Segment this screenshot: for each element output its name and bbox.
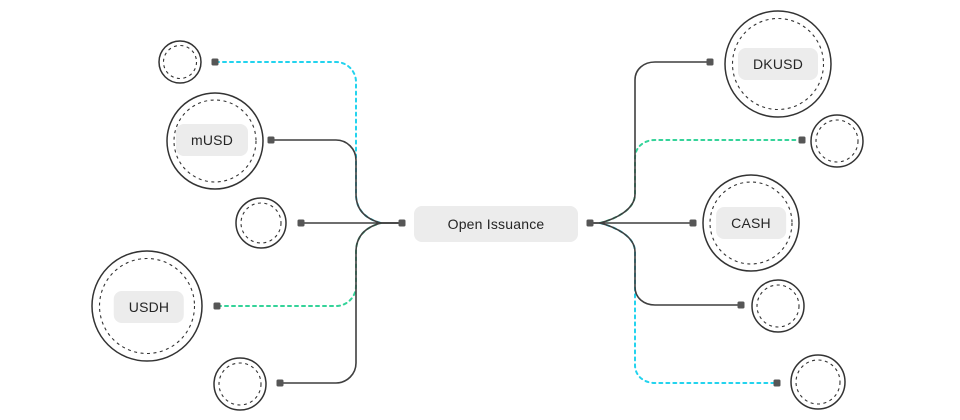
center-node-open-issuance[interactable]: Open Issuance xyxy=(414,206,578,242)
connector-dot xyxy=(689,219,697,227)
node-label-dkusd[interactable]: DKUSD xyxy=(737,48,819,80)
connector-dot xyxy=(706,58,714,66)
node-left-middle-small[interactable] xyxy=(235,197,287,249)
edge-musd xyxy=(271,139,401,224)
node-label-usdh[interactable]: USDH xyxy=(113,291,185,323)
node-right-middle-small[interactable] xyxy=(751,279,805,333)
connector-dot xyxy=(773,379,781,387)
edge-right-middle xyxy=(599,222,739,306)
node-right-bottom-small[interactable] xyxy=(790,354,846,410)
edge-dkusd xyxy=(589,61,708,224)
node-left-bottom-small[interactable] xyxy=(213,357,267,411)
connector-dot xyxy=(211,58,219,66)
node-label-musd[interactable]: mUSD xyxy=(175,124,249,156)
connector-dot xyxy=(398,219,406,227)
connector-dot xyxy=(297,219,305,227)
connector-dot xyxy=(267,136,275,144)
edge-left-bottom xyxy=(280,222,401,384)
node-label-cash[interactable]: CASH xyxy=(716,207,786,239)
node-right-top-small[interactable] xyxy=(810,114,864,168)
connector-dot xyxy=(276,379,284,387)
connector-dot xyxy=(213,302,221,310)
connector-dot xyxy=(798,136,806,144)
connector-dot xyxy=(737,301,745,309)
node-left-top-small[interactable] xyxy=(158,40,202,84)
connector-dot xyxy=(586,219,594,227)
